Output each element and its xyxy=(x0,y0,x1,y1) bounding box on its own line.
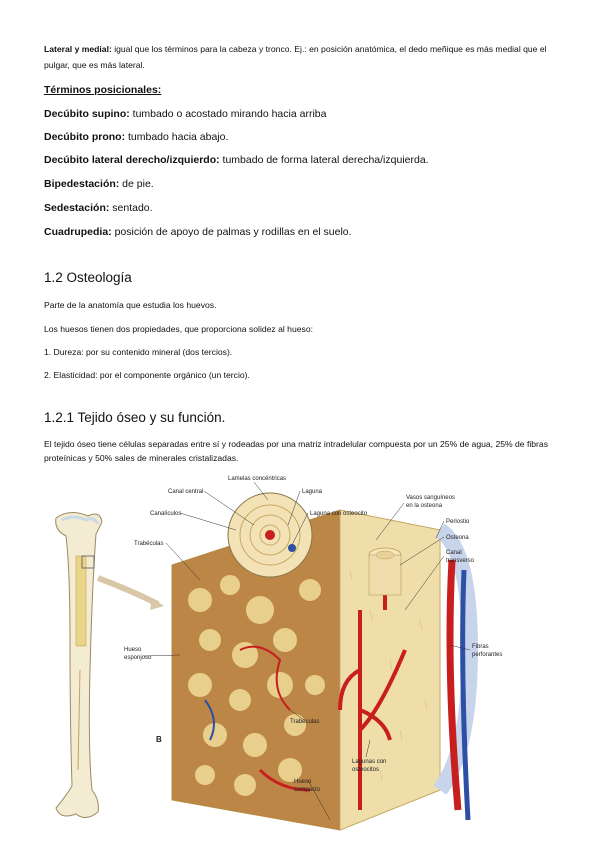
label-canal-transverso-1: Canal xyxy=(446,550,462,556)
term-label: Sedestación: xyxy=(44,202,110,214)
label-hueso-compacto-2: compacto xyxy=(294,787,321,793)
term-decubito-prono: Decúbito prono: tumbado hacia abajo. xyxy=(44,129,554,145)
osteologia-item-2: 2. Elasticidad: por el componente orgáni… xyxy=(44,370,250,380)
section-heading-tejido-oseo: 1.2.1 Tejido óseo y su función. xyxy=(44,410,226,425)
label-hueso-esponjoso-2: esponjoso xyxy=(124,655,152,661)
term-text: de pie. xyxy=(119,178,154,190)
label-fibras-1: Fibras xyxy=(472,644,489,650)
label-canal-transverso-2: transverso xyxy=(446,558,475,564)
term-text: posición de apoyo de palmas y rodillas e… xyxy=(111,226,352,238)
term-decubito-lateral: Decúbito lateral derecho/izquierdo: tumb… xyxy=(44,152,554,168)
label-laguna: Laguna xyxy=(302,489,323,495)
intro-paragraph: Lateral y medial: igual que los términos… xyxy=(44,42,554,73)
figure-labels: Lamelas concéntricas Canal central Lagun… xyxy=(124,476,502,821)
bone-tissue-illustration: Lamelas concéntricas Canal central Lagun… xyxy=(55,476,502,831)
label-canaliculos: Canalículos xyxy=(150,511,181,517)
label-trabeculas-top: Trabéculas xyxy=(134,541,163,547)
label-hueso-esponjoso-1: Hueso xyxy=(124,647,142,653)
label-canal-central: Canal central xyxy=(168,489,203,495)
osteologia-item-1: 1. Dureza: por su contenido mineral (dos… xyxy=(44,347,233,357)
label-fibras-2: perforantes xyxy=(472,652,502,658)
term-cuadrupedia: Cuadrupedia: posición de apoyo de palmas… xyxy=(44,224,554,240)
term-sedestacion: Sedestación: sentado. xyxy=(44,200,554,216)
term-label: Cuadrupedia: xyxy=(44,226,112,238)
term-label: Decúbito supino: xyxy=(44,108,130,120)
term-decubito-supino: Decúbito supino: tumbado o acostado mira… xyxy=(44,106,554,122)
section-heading-osteologia: 1.2 Osteología xyxy=(44,270,132,285)
label-periostio: Periostio xyxy=(446,519,470,525)
label-osteona: Osteona xyxy=(446,535,469,541)
osteologia-paragraph-1: Parte de la anatomía que estudia los hue… xyxy=(44,300,217,310)
label-lagunas-1: Lagunas con xyxy=(352,759,386,765)
term-text: tumbado de forma lateral derecha/izquier… xyxy=(219,154,429,166)
label-hueso-compacto-1: Hueso xyxy=(294,779,312,785)
term-label: Decúbito lateral derecho/izquierdo: xyxy=(44,154,220,166)
intro-bold: Lateral y medial: xyxy=(44,44,112,54)
label-laguna-osteocito: Laguna con osteocito xyxy=(310,511,368,517)
term-bipedestacion: Bipedestación: de pie. xyxy=(44,176,554,192)
label-lagunas-2: osteocitos xyxy=(352,767,379,773)
term-text: tumbado hacia abajo. xyxy=(125,131,229,143)
term-text: tumbado o acostado mirando hacia arriba xyxy=(129,108,327,120)
label-lamelas: Lamelas concéntricas xyxy=(228,476,286,482)
term-text: sentado. xyxy=(109,202,153,214)
tejido-oseo-paragraph: El tejido óseo tiene células separadas e… xyxy=(44,439,548,463)
label-trabeculas-bottom: Trabéculas xyxy=(290,719,319,725)
label-vasos-1: Vasos sanguíneos xyxy=(406,495,455,501)
bone-block-drawing xyxy=(171,492,479,831)
intro-text: igual que los términos para la cabeza y … xyxy=(44,44,547,70)
positional-heading-text: Términos posicionales: xyxy=(44,84,162,96)
panel-letter: B xyxy=(156,735,162,744)
term-label: Decúbito prono: xyxy=(44,131,126,143)
label-vasos-2: en la osteona xyxy=(406,503,443,509)
long-bone-drawing xyxy=(55,512,164,818)
term-label: Bipedestación: xyxy=(44,178,120,190)
positional-heading: Términos posicionales: xyxy=(44,82,554,99)
osteologia-paragraph-2: Los huesos tienen dos propiedades, que p… xyxy=(44,324,313,334)
